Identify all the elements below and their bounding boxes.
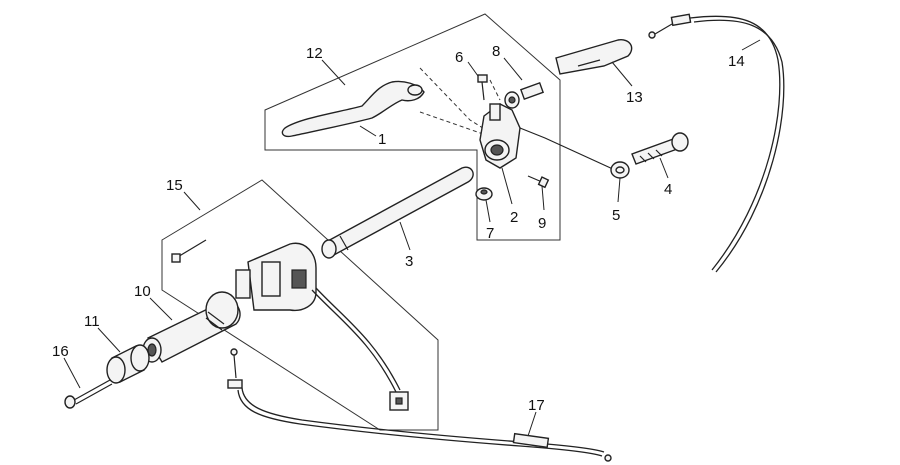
clutch-lever [281, 80, 425, 138]
switch-housing [235, 242, 317, 312]
handlebar-tube [321, 166, 474, 259]
leader-14 [741, 39, 761, 51]
clamp-bolt [631, 132, 689, 165]
small-screw [527, 175, 550, 189]
leader-15 [183, 191, 201, 211]
leader-13 [611, 61, 633, 87]
leader-4 [659, 157, 669, 179]
housing-screw [171, 239, 207, 263]
switch-wiring [311, 287, 409, 411]
callout-8: 8 [492, 43, 500, 60]
bar-end-bolt [64, 379, 113, 409]
assembly-line-washer [419, 111, 487, 136]
frame-lever-group [264, 13, 561, 241]
adjuster [504, 81, 545, 109]
callout-5: 5 [612, 207, 620, 224]
callout-12: 12 [306, 45, 323, 62]
callout-3: 3 [405, 253, 413, 270]
throttle-cable [227, 348, 612, 462]
callout-2: 2 [510, 209, 518, 226]
leader-17 [527, 411, 537, 437]
assembly-line-bolt [519, 127, 616, 171]
frame-switch-group [161, 179, 439, 431]
leader-1 [359, 125, 377, 137]
leader-16 [63, 357, 81, 389]
callout-6: 6 [455, 49, 463, 66]
nut [475, 187, 493, 201]
leader-3 [399, 221, 411, 251]
leader-10 [149, 297, 173, 321]
callout-10: 10 [134, 283, 151, 300]
assembly-line-lever-pivot [419, 67, 487, 131]
throttle-grip [142, 291, 241, 363]
callout-7: 7 [486, 225, 494, 242]
leader-8 [503, 57, 523, 81]
callout-14: 14 [728, 53, 745, 70]
leader-5 [617, 177, 621, 203]
bar-end-weight [106, 344, 150, 384]
leader-11 [97, 327, 121, 353]
leader-6 [467, 61, 479, 77]
leader-12 [321, 59, 346, 86]
callout-4: 4 [664, 181, 672, 198]
callout-15: 15 [166, 177, 183, 194]
callout-11: 11 [84, 313, 100, 330]
callout-13: 13 [626, 89, 643, 106]
leader-2 [501, 167, 513, 205]
callout-9: 9 [538, 215, 546, 232]
callout-16: 16 [52, 343, 69, 360]
clutch-cable [648, 13, 785, 273]
washer [610, 161, 630, 179]
pivot-screw [477, 74, 488, 101]
callout-17: 17 [528, 397, 545, 414]
callout-1: 1 [378, 131, 386, 148]
leader-7 [485, 199, 491, 223]
leader-9 [541, 185, 545, 211]
assembly-line-screw [489, 79, 501, 101]
lever-bracket [479, 103, 521, 169]
cable-boot [555, 39, 633, 75]
